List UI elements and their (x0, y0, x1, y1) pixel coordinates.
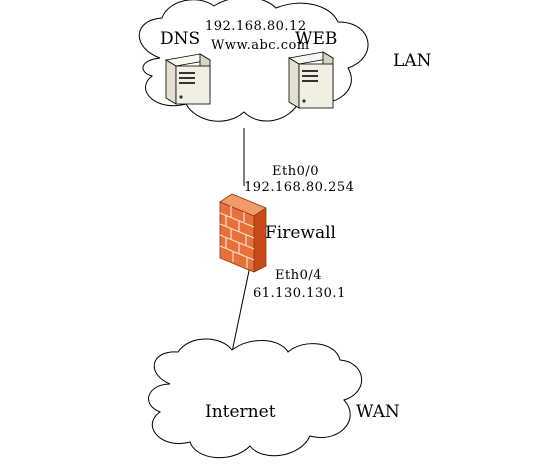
firewall-label: Firewall (265, 223, 336, 243)
inside-iface-name: Eth0/0 (272, 164, 320, 179)
web-server-icon (287, 51, 335, 109)
dns-server-icon (164, 53, 212, 105)
web-host-label: Www.abc.com (211, 38, 310, 53)
firewall-wan-link (231, 265, 251, 353)
outside-iface-name: Eth0/4 (275, 268, 323, 283)
dns-label: DNS (160, 29, 201, 49)
firewall-icon (219, 193, 267, 273)
web-label: WEB (295, 29, 338, 49)
wan-cloud-icon (148, 338, 362, 459)
wan-zone-label: WAN (356, 402, 400, 422)
dns-ip-label: 192.168.80.12 (205, 19, 307, 34)
lan-zone-label: LAN (393, 51, 432, 71)
internet-label: Internet (205, 402, 276, 422)
inside-iface-ip: 192.168.80.254 (244, 180, 355, 195)
outside-iface-ip: 61.130.130.1 (253, 286, 346, 301)
